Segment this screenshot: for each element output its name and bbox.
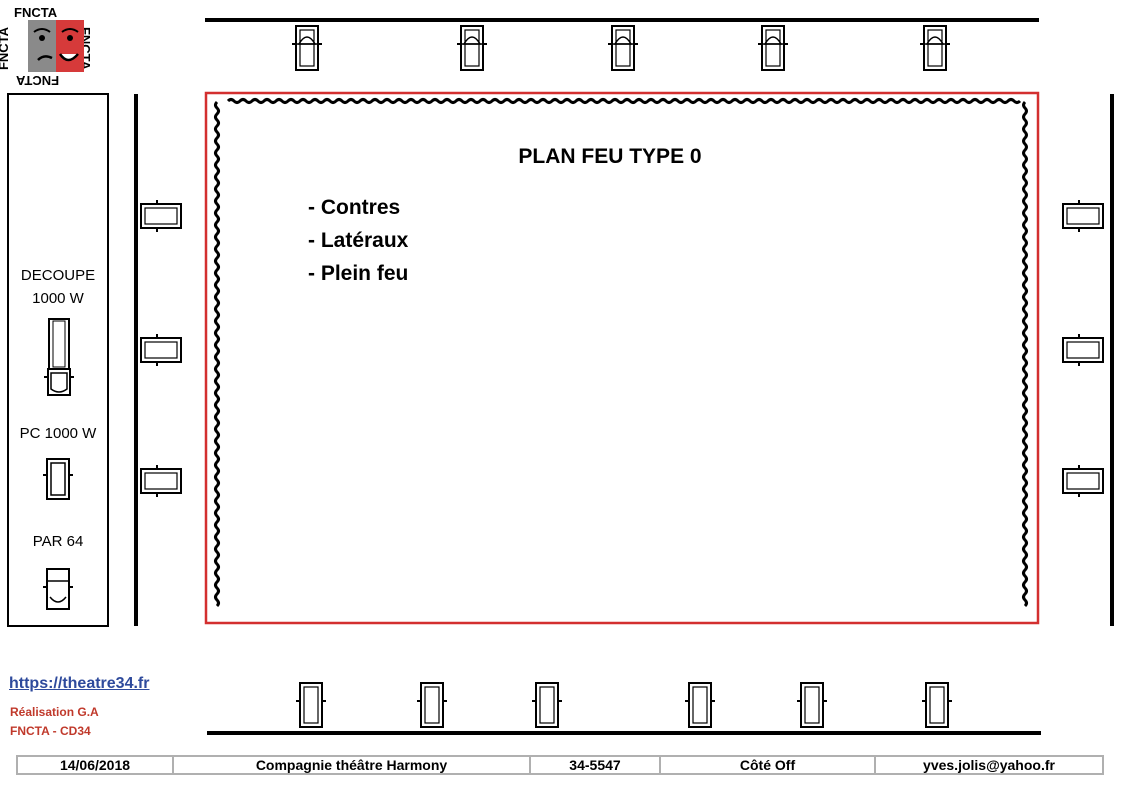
theatre-mask-icon xyxy=(28,20,84,72)
footer-code: 34-5547 xyxy=(531,757,661,773)
plan-item-plein-feu: - Plein feu xyxy=(308,262,409,285)
plein-feu-light-5 xyxy=(797,682,827,728)
contre-light-3 xyxy=(608,25,638,71)
legend-par-label: PAR 64 xyxy=(32,533,84,550)
curtain-right xyxy=(1022,100,1028,608)
curtain-left xyxy=(214,100,220,608)
footer-side: Côté Off xyxy=(661,757,876,773)
footer-table: 14/06/2018 Compagnie théâtre Harmony 34-… xyxy=(16,755,1104,775)
plan-item-lateraux: - Latéraux xyxy=(308,229,409,252)
legend-pc-label: PC 1000 W xyxy=(19,425,97,442)
credit-fncta: FNCTA - CD34 xyxy=(10,724,91,738)
logo-text-left: FNCTA xyxy=(0,26,12,71)
footer-email: yves.jolis@yahoo.fr xyxy=(923,757,1055,773)
footer-date: 14/06/2018 xyxy=(18,757,174,773)
pc-icon xyxy=(43,458,73,500)
contre-light-2 xyxy=(457,25,487,71)
decoupe-icon xyxy=(44,318,74,396)
plein-feu-light-3 xyxy=(532,682,562,728)
fncta-logo: FNCTA FNCTA FNCTA FNCTA xyxy=(0,4,100,92)
website-link[interactable]: https://theatre34.fr xyxy=(9,675,150,692)
lateral-left-light-1 xyxy=(140,200,182,232)
curtain-top xyxy=(226,98,1022,104)
logo-text-top: FNCTA xyxy=(14,5,58,20)
plein-feu-light-2 xyxy=(417,682,447,728)
lateral-right-light-1 xyxy=(1062,200,1104,232)
plan-item-contres: - Contres xyxy=(308,196,401,219)
contre-light-5 xyxy=(920,25,950,71)
stage-outline xyxy=(204,91,1040,625)
plein-feu-light-6 xyxy=(922,682,952,728)
lateral-right-light-3 xyxy=(1062,465,1104,497)
credit-realisation: Réalisation G.A xyxy=(10,705,99,719)
lateral-left-light-2 xyxy=(140,334,182,366)
contre-light-4 xyxy=(758,25,788,71)
lateral-left-light-3 xyxy=(140,465,182,497)
legend-panel: DECOUPE 1000 W PC 1000 W PAR 64 xyxy=(7,93,109,627)
logo-text-bottom: FNCTA xyxy=(16,73,60,88)
legend-decoupe-power: 1000 W xyxy=(32,290,84,307)
par64-icon xyxy=(43,568,73,610)
plein-feu-light-4 xyxy=(685,682,715,728)
plein-feu-light-1 xyxy=(296,682,326,728)
lateral-right-light-2 xyxy=(1062,334,1104,366)
legend-decoupe-label: DECOUPE xyxy=(20,267,96,284)
plan-title: PLAN FEU TYPE 0 xyxy=(518,145,702,168)
contre-light-1 xyxy=(292,25,322,71)
footer-company: Compagnie théâtre Harmony xyxy=(174,757,531,773)
